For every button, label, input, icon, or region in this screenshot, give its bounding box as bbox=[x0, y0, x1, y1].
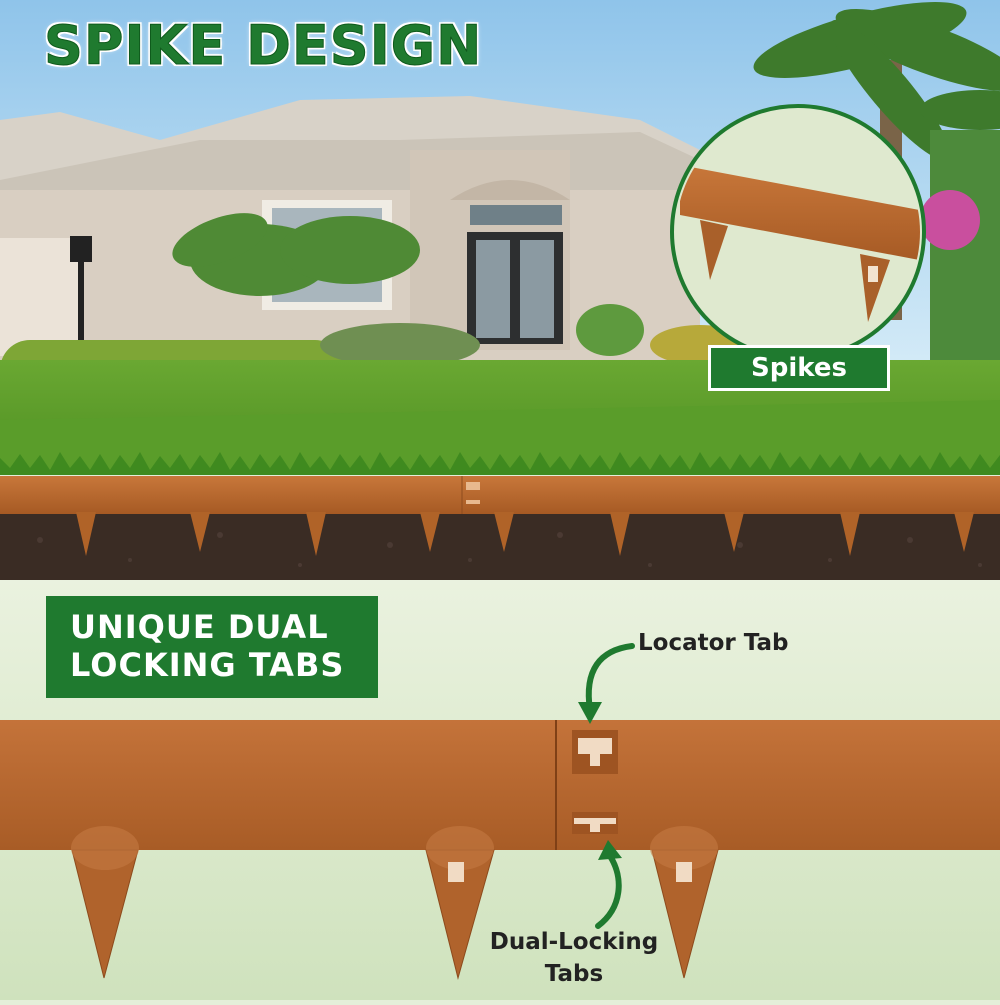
curved-arrow-down-icon bbox=[578, 643, 635, 724]
locator-tab-label: Locator Tab bbox=[638, 630, 789, 656]
badge-line-1: UNIQUE DUAL bbox=[70, 608, 329, 646]
house-lawn-scene bbox=[0, 0, 1000, 580]
spikes-badge: Spikes bbox=[708, 345, 890, 391]
dual-locking-tabs-badge: UNIQUE DUAL LOCKING TABS bbox=[46, 596, 378, 698]
curved-arrow-up-icon bbox=[595, 840, 622, 929]
house-illustration bbox=[0, 0, 1000, 580]
dual-label-line-2: Tabs bbox=[544, 961, 604, 987]
headline-title: SPIKE DESIGN bbox=[43, 14, 483, 78]
dual-locking-tabs-label: Dual-Locking Tabs bbox=[486, 926, 662, 990]
dual-label-line-1: Dual-Locking bbox=[489, 929, 659, 955]
badge-line-2: LOCKING TABS bbox=[70, 646, 345, 684]
